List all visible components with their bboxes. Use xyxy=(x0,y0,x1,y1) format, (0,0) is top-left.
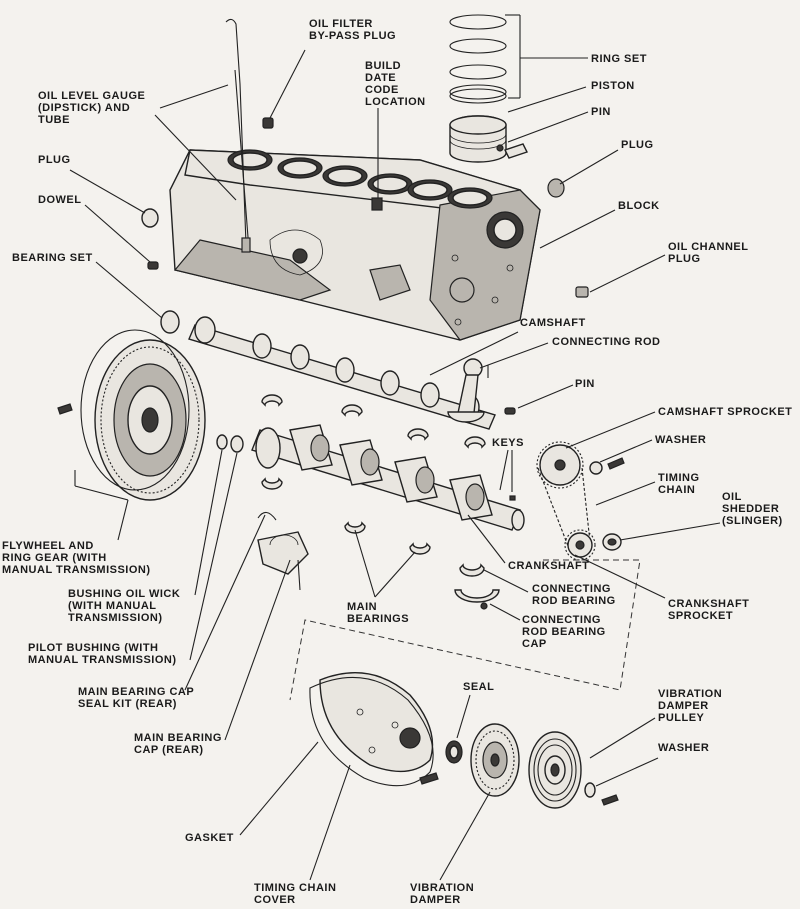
label-timing-chain-cover: TIMING CHAIN COVER xyxy=(254,882,337,906)
label-timing-chain: TIMING CHAIN xyxy=(658,472,700,496)
label-connecting-rod: CONNECTING ROD xyxy=(552,336,661,348)
label-crankshaft: CRANKSHAFT xyxy=(508,560,590,572)
camshaft-sprocket-bolt xyxy=(607,457,625,470)
flywheel-bolt xyxy=(57,403,73,415)
dipstick-tube xyxy=(225,18,251,253)
connecting-rod-bearing xyxy=(459,563,485,577)
label-connecting-rod-bearing: CONNECTING ROD BEARING xyxy=(532,583,616,607)
label-oil-level-gauge: OIL LEVEL GAUGE (DIPSTICK) AND TUBE xyxy=(38,90,146,126)
main-bearing-cap-seal-kit xyxy=(257,511,277,521)
label-plug-left: PLUG xyxy=(38,154,71,166)
label-crankshaft-sprocket: CRANKSHAFT SPROCKET xyxy=(668,598,750,622)
plug-left xyxy=(141,208,159,228)
piston-pin xyxy=(504,143,528,159)
cover-bolt xyxy=(419,772,439,785)
crankshaft-sprocket xyxy=(564,529,596,561)
label-vibration-damper: VIBRATION DAMPER xyxy=(410,882,475,906)
bearing-set xyxy=(160,310,180,334)
label-washer-lower: WASHER xyxy=(658,742,710,754)
label-build-date-code: BUILD DATE CODE LOCATION xyxy=(365,60,426,108)
alignment-outline xyxy=(289,559,641,701)
oil-filter-bypass-plug xyxy=(262,117,274,129)
connecting-rod-bearing-cap xyxy=(454,589,500,610)
label-pin-lower: PIN xyxy=(575,378,595,390)
label-vibration-damper-pulley: VIBRATION DAMPER PULLEY xyxy=(658,688,723,724)
label-plug-right: PLUG xyxy=(621,139,654,151)
crankshaft xyxy=(251,424,525,531)
label-pilot-bushing: PILOT BUSHING (WITH MANUAL TRANSMISSION) xyxy=(28,642,177,666)
label-dowel: DOWEL xyxy=(38,194,82,206)
label-washer-upper: WASHER xyxy=(655,434,707,446)
oil-shedder xyxy=(602,533,622,551)
vibration-damper-pulley xyxy=(528,731,582,809)
label-camshaft: CAMSHAFT xyxy=(520,317,586,329)
vibration-damper xyxy=(470,723,520,797)
label-flywheel: FLYWHEEL AND RING GEAR (WITH MANUAL TRAN… xyxy=(2,540,151,576)
camshaft-sprocket xyxy=(536,441,584,489)
label-piston: PISTON xyxy=(591,80,635,92)
flywheel xyxy=(80,329,206,501)
piston-ring-set xyxy=(449,14,507,104)
pilot-bushing xyxy=(230,435,244,453)
leader-lines xyxy=(69,14,721,881)
label-camshaft-sprocket: CAMSHAFT SPROCKET xyxy=(658,406,793,418)
washer-lower xyxy=(584,782,596,798)
label-main-bearing-cap-rear: MAIN BEARING CAP (REAR) xyxy=(134,732,222,756)
plug-right xyxy=(547,178,565,198)
cylinder-bores xyxy=(227,149,493,209)
label-keys: KEYS xyxy=(492,437,524,449)
seal xyxy=(445,740,463,764)
label-ring-set: RING SET xyxy=(591,53,647,65)
label-pin-upper: PIN xyxy=(591,106,611,118)
main-bearings xyxy=(261,394,486,555)
piston xyxy=(449,115,507,163)
label-gasket: GASKET xyxy=(185,832,234,844)
crankshaft-key xyxy=(509,495,516,501)
label-oil-channel-plug: OIL CHANNEL PLUG xyxy=(668,241,749,265)
dowel xyxy=(147,261,159,270)
engine-block xyxy=(169,149,541,341)
timing-chain xyxy=(537,467,591,547)
timing-chain-cover xyxy=(309,672,434,787)
label-connecting-rod-bearing-cap: CONNECTING ROD BEARING CAP xyxy=(522,614,606,650)
label-bearing-set: BEARING SET xyxy=(12,252,93,264)
label-bushing-oil-wick: BUSHING OIL WICK (WITH MANUAL TRANSMISSI… xyxy=(68,588,181,624)
connecting-rod xyxy=(447,358,489,423)
label-seal: SEAL xyxy=(463,681,495,693)
camshaft xyxy=(188,316,496,430)
label-oil-shedder: OIL SHEDDER (SLINGER) xyxy=(722,491,783,527)
damper-bolt xyxy=(601,794,619,806)
label-oil-filter-bypass-plug: OIL FILTER BY-PASS PLUG xyxy=(309,18,397,42)
main-bearing-cap-rear xyxy=(257,531,309,591)
label-main-bearings: MAIN BEARINGS xyxy=(347,601,410,625)
piston-pin-lower xyxy=(504,407,516,415)
label-block: BLOCK xyxy=(618,200,660,212)
bushing-oil-wick xyxy=(216,434,228,450)
label-main-bearing-cap-seal-kit: MAIN BEARING CAP SEAL KIT (REAR) xyxy=(78,686,195,710)
oil-channel-plug xyxy=(575,286,589,298)
washer-upper xyxy=(589,461,603,475)
